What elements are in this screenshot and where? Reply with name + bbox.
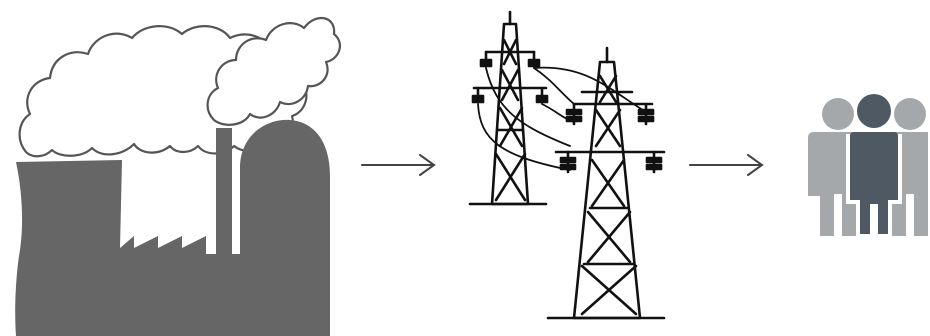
- arrow-right-icon: [690, 155, 762, 175]
- power-plant-icon: [15, 18, 340, 336]
- tower-large: [548, 48, 664, 318]
- arrow-right-icon: [362, 155, 434, 175]
- people-group-icon: [808, 91, 928, 238]
- transmission-tower-icon: [470, 12, 664, 318]
- tower-small: [470, 12, 547, 204]
